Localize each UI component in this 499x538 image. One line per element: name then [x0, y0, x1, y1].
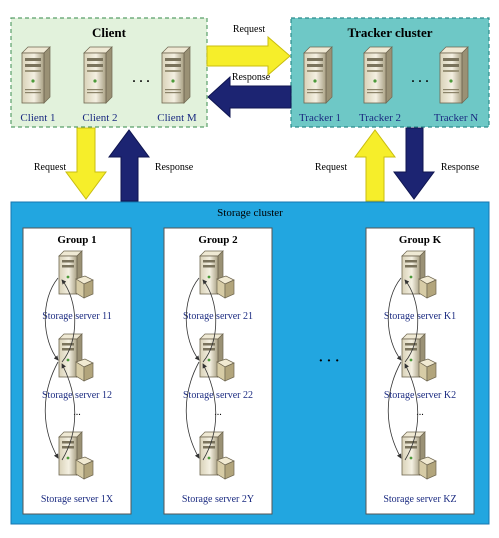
server-tower-icon [83, 46, 113, 104]
storage-server-label: Storage server 21 [183, 311, 253, 322]
storage-server-kz[interactable]: Storage server KZ [383, 431, 457, 505]
request-arrow-up [354, 129, 396, 202]
storage-server-label: Storage server KZ [383, 494, 456, 505]
tracker-node-n[interactable]: Tracker N [434, 46, 479, 124]
client-node-2[interactable]: Client 2 [82, 46, 118, 124]
client-node-label: Client M [157, 112, 197, 124]
storage-cluster: Storage cluster · · · Group 1 Storage se… [10, 201, 490, 525]
sync-curves [44, 277, 76, 461]
between-groups-ellipsis: · · · [318, 354, 339, 369]
storage-server-1x[interactable]: Storage server 1X [41, 431, 114, 505]
storage-group-2[interactable]: Group 2 Storage server 21 Storage server… [163, 227, 273, 515]
storage-server-label: Storage server K2 [384, 390, 456, 401]
request-label: Request [233, 24, 265, 35]
request-label: Request [34, 162, 66, 173]
storage-arrows: Request Response Request Response [34, 127, 480, 202]
server-tower-icon [439, 46, 469, 104]
group-title: Group 1 [57, 234, 96, 246]
storage-server-label: Storage server 1X [41, 494, 114, 505]
storage-server-k1[interactable]: Storage server K1 [384, 250, 456, 322]
response-arrow-up [108, 129, 150, 202]
response-arrow-left [207, 75, 292, 119]
request-arrow-right [206, 35, 291, 77]
storage-server-21[interactable]: Storage server 21 [183, 250, 253, 322]
client-tracker-arrows: Request Response [206, 24, 292, 119]
response-label: Response [155, 162, 194, 173]
storage-server-k2[interactable]: Storage server K2 [384, 333, 456, 401]
tracker-node-2[interactable]: Tracker 2 [359, 46, 401, 124]
tracker-ellipsis: · · · [411, 74, 429, 88]
storage-group-1[interactable]: Group 1 Storage server 11 Storage server… [22, 227, 132, 515]
client-node-m[interactable]: Client M [157, 46, 197, 124]
group-title: Group K [399, 234, 442, 246]
server-tower-icon [21, 46, 51, 104]
client-node-label: Client 2 [82, 112, 117, 124]
tracker-node-label: Tracker N [434, 112, 479, 124]
storage-server-label: Storage server 2Y [182, 494, 254, 505]
client-node-1[interactable]: Client 1 [20, 46, 56, 124]
server-tower-icon [303, 46, 333, 104]
storage-cluster-title: Storage cluster [217, 207, 283, 219]
storage-server-11[interactable]: Storage server 11 [42, 250, 112, 322]
group-title: Group 2 [198, 234, 238, 246]
group-more-dots: ... [214, 407, 222, 418]
client-ellipsis: · · · [132, 74, 150, 88]
client-node-label: Client 1 [20, 112, 55, 124]
storage-server-label: Storage server 11 [42, 311, 112, 322]
storage-group-k[interactable]: Group K Storage server K1 Storage server… [365, 227, 475, 515]
tracker-node-label: Tracker 1 [299, 112, 341, 124]
group-more-dots: ... [73, 407, 81, 418]
group-more-dots: ... [416, 407, 424, 418]
sync-curves [387, 277, 419, 461]
tracker-cluster: Tracker cluster Tracker 1 Tracker 2 · · … [290, 17, 490, 128]
client-cluster: Client Client 1 Client 2 · · · Client M [10, 17, 208, 128]
storage-server-label: Storage server 12 [42, 390, 112, 401]
storage-server-label: Storage server K1 [384, 311, 456, 322]
server-tower-icon [363, 46, 393, 104]
tracker-node-1[interactable]: Tracker 1 [299, 46, 341, 124]
storage-server-12[interactable]: Storage server 12 [42, 333, 112, 401]
storage-server-label: Storage server 22 [183, 390, 253, 401]
response-arrow-down [393, 127, 435, 200]
storage-server-22[interactable]: Storage server 22 [183, 333, 253, 401]
storage-server-2y[interactable]: Storage server 2Y [182, 431, 254, 505]
tracker-cluster-title: Tracker cluster [347, 25, 432, 40]
tracker-node-label: Tracker 2 [359, 112, 401, 124]
response-label: Response [441, 162, 480, 173]
client-cluster-title: Client [92, 25, 127, 40]
request-label: Request [315, 162, 347, 173]
response-label: Response [232, 72, 271, 83]
server-tower-icon [161, 46, 191, 104]
sync-curves [185, 277, 217, 461]
request-arrow-down [65, 127, 107, 200]
